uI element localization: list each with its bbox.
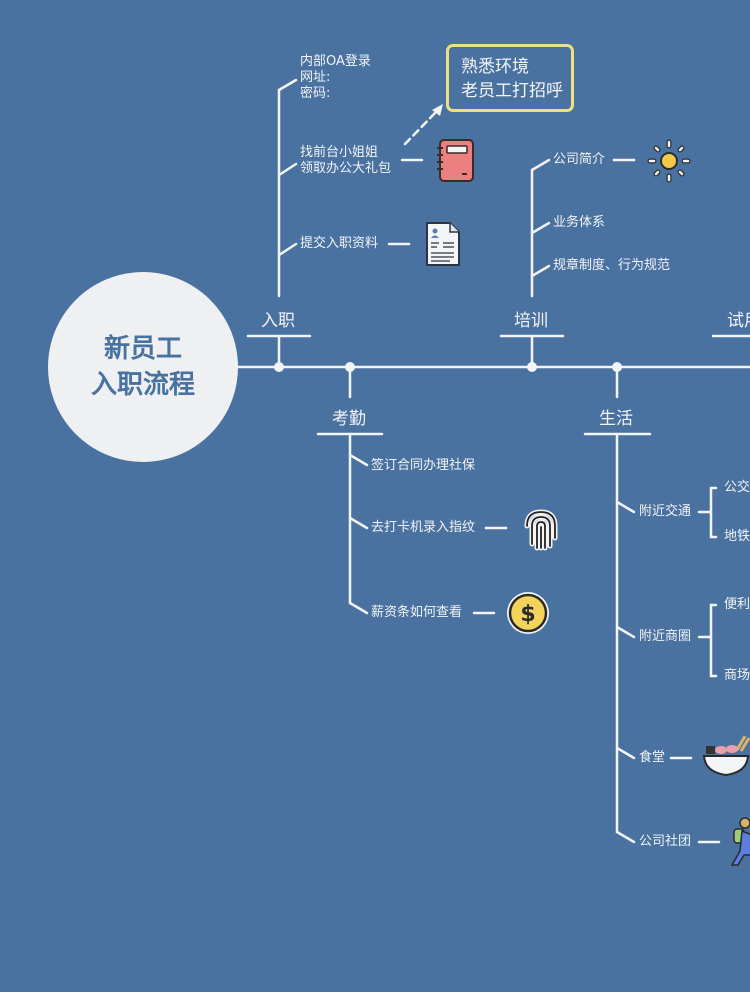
oa-password-label: 密码: [300, 86, 331, 101]
svg-text:$: $ [520, 602, 535, 627]
notebook-icon [437, 139, 474, 182]
oa-login-title: 内部OA登录 [300, 54, 371, 69]
node-transport[interactable]: 附近交通 [639, 504, 692, 519]
node-contract[interactable]: 签订合同办理社保 [371, 458, 476, 473]
center-topic[interactable]: 新员工 入职流程 [48, 272, 238, 462]
hiker-club-icon [730, 817, 750, 866]
dollar-coin-icon: $ [507, 592, 549, 634]
category-attendance[interactable]: 考勤 [332, 409, 366, 429]
node-rules[interactable]: 规章制度、行为规范 [553, 258, 671, 273]
oa-url-label: 网址: [300, 70, 331, 85]
noodle-bowl-icon [702, 735, 750, 777]
node-reception[interactable]: 找前台小姐姐 领取办公大礼包 [300, 145, 391, 177]
reception-line2: 领取办公大礼包 [300, 161, 392, 176]
node-canteen[interactable]: 食堂 [639, 750, 666, 765]
node-shopping[interactable]: 附近商圈 [639, 629, 692, 644]
resume-document-icon [426, 222, 460, 266]
callout-box[interactable]: 熟悉环境 老员工打招呼 [446, 44, 574, 112]
node-clubs[interactable]: 公司社团 [639, 834, 692, 849]
node-fingerprint[interactable]: 去打卡机录入指纹 [371, 520, 476, 535]
sun-icon [647, 139, 691, 183]
node-metro[interactable]: 地铁 [724, 529, 750, 544]
category-onboarding[interactable]: 入职 [261, 311, 295, 331]
node-convenience-store[interactable]: 便利 [724, 597, 750, 612]
category-probation[interactable]: 试用 [727, 311, 750, 331]
callout-line2: 老员工打招呼 [461, 81, 563, 101]
category-life[interactable]: 生活 [599, 409, 633, 429]
category-training[interactable]: 培训 [514, 311, 548, 331]
node-payslip[interactable]: 薪资条如何查看 [371, 605, 463, 620]
node-mall[interactable]: 商场 [724, 668, 750, 683]
node-submit-docs[interactable]: 提交入职资料 [300, 236, 379, 251]
fingerprint-icon [524, 509, 558, 551]
node-oa-login[interactable]: 内部OA登录 网址: 密码: [300, 54, 371, 102]
center-title-line1: 新员工 [103, 334, 182, 364]
node-business-system[interactable]: 业务体系 [553, 215, 606, 230]
center-title-line2: 入职流程 [90, 370, 195, 400]
reception-line1: 找前台小姐姐 [300, 145, 379, 160]
callout-line1: 熟悉环境 [461, 57, 529, 77]
node-company-intro[interactable]: 公司简介 [553, 152, 606, 167]
node-bus[interactable]: 公交 [724, 480, 750, 495]
